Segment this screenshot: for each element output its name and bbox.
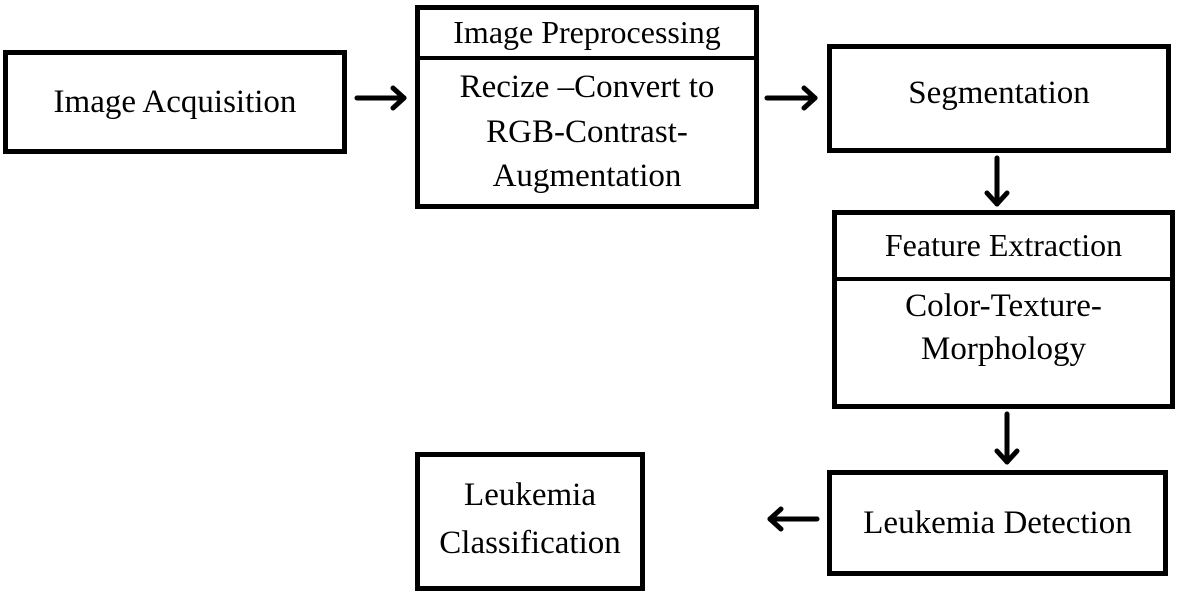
node-leukemia-classification: Leukemia Classification bbox=[415, 452, 645, 591]
node-segmentation-title: Segmentation bbox=[908, 75, 1090, 112]
node-leukemia-classification-title: Leukemia Classification bbox=[439, 476, 621, 561]
arrow-segmentation-to-feature-extraction bbox=[984, 155, 1010, 207]
node-image-acquisition-title: Image Acquisition bbox=[53, 83, 297, 120]
node-image-preprocessing-title: Image Preprocessing bbox=[420, 10, 754, 60]
arrow-acquisition-to-preprocessing bbox=[354, 85, 407, 111]
node-feature-extraction: Feature Extraction Color-Texture- Morpho… bbox=[832, 210, 1175, 409]
node-image-acquisition: Image Acquisition bbox=[3, 50, 347, 154]
arrow-detection-to-classification bbox=[767, 506, 820, 532]
arrow-feature-extraction-to-detection bbox=[994, 411, 1020, 465]
node-segmentation: Segmentation bbox=[827, 44, 1171, 153]
node-feature-extraction-title: Feature Extraction bbox=[837, 215, 1170, 281]
node-image-preprocessing: Image Preprocessing Recize –Convert to R… bbox=[415, 5, 759, 209]
node-leukemia-detection-title: Leukemia Detection bbox=[863, 504, 1132, 541]
node-leukemia-detection: Leukemia Detection bbox=[827, 470, 1168, 576]
node-image-preprocessing-detail: Recize –Convert to RGB-Contrast- Augment… bbox=[459, 69, 715, 195]
node-feature-extraction-detail: Color-Texture- Morphology bbox=[905, 287, 1102, 367]
arrow-preprocessing-to-segmentation bbox=[764, 85, 818, 111]
